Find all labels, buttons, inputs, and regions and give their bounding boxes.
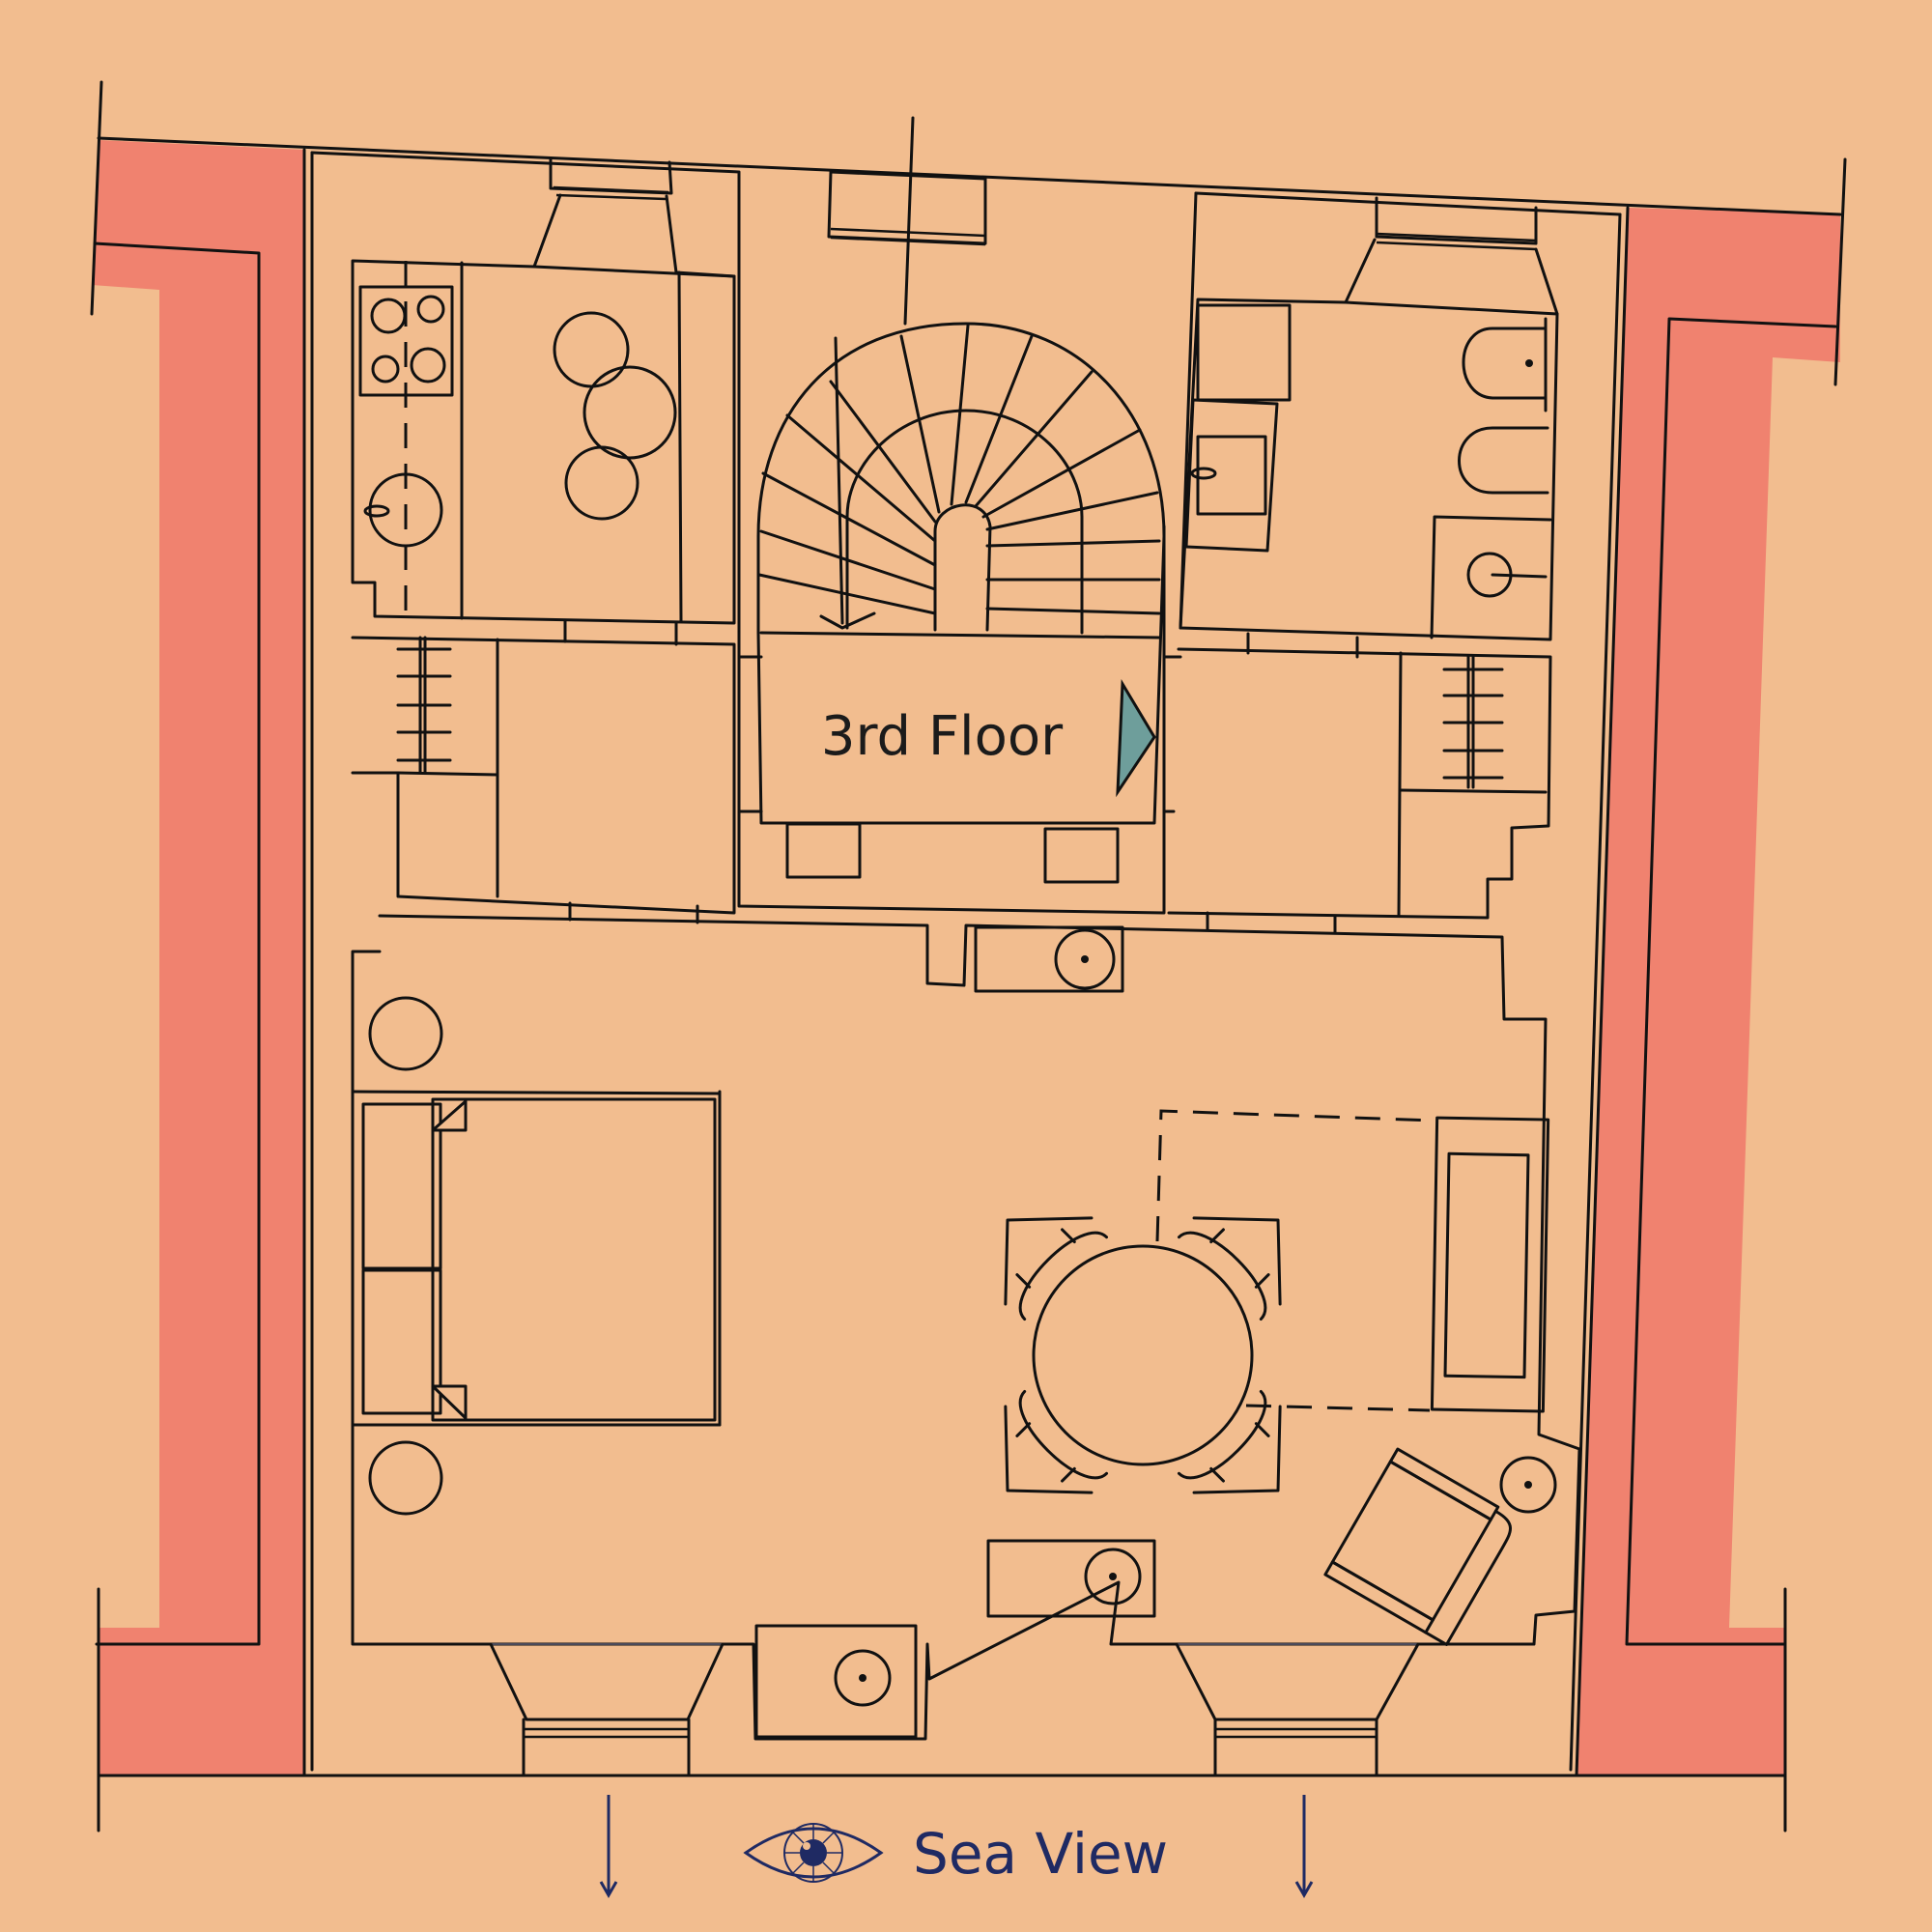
sea-view-indicator bbox=[599, 1795, 1314, 1899]
left-closet bbox=[351, 636, 736, 915]
floor-label: 3rd Floor bbox=[820, 705, 1064, 768]
kitchen-sink bbox=[368, 472, 443, 548]
down-arrow-icon bbox=[1294, 1795, 1314, 1899]
tv-stand bbox=[754, 1624, 918, 1739]
right-closet bbox=[1167, 647, 1552, 920]
nightstand-bottom bbox=[368, 1440, 443, 1516]
dining-table bbox=[1004, 1216, 1282, 1494]
dining-chair bbox=[1004, 1216, 1109, 1321]
armchair bbox=[1323, 1447, 1512, 1646]
spiral-staircase bbox=[756, 170, 1166, 884]
eye-icon bbox=[743, 1823, 884, 1883]
dining-chair bbox=[1004, 1389, 1109, 1494]
bathroom bbox=[1179, 196, 1559, 641]
dining-chair bbox=[1177, 1389, 1282, 1494]
down-arrow-icon bbox=[599, 1795, 618, 1899]
dining-chair bbox=[1177, 1216, 1282, 1321]
toilet bbox=[1462, 327, 1548, 400]
partition-seams bbox=[563, 619, 1359, 934]
sofa bbox=[1430, 1116, 1550, 1413]
lamp bbox=[1054, 928, 1116, 990]
sea-view-label: Sea View bbox=[913, 1821, 1169, 1887]
pillow bbox=[361, 1268, 442, 1415]
bed bbox=[431, 1097, 717, 1422]
kitchen bbox=[351, 157, 736, 625]
nightstand-top bbox=[368, 996, 443, 1071]
cooktop bbox=[358, 285, 454, 397]
bottom-windows bbox=[489, 1642, 1420, 1777]
triangle-icon bbox=[1116, 678, 1156, 798]
desk bbox=[986, 1539, 1156, 1618]
interior-walls bbox=[310, 116, 1622, 915]
bidet bbox=[1458, 426, 1549, 495]
exterior-walls bbox=[90, 80, 1847, 1833]
pillow bbox=[361, 1102, 442, 1270]
